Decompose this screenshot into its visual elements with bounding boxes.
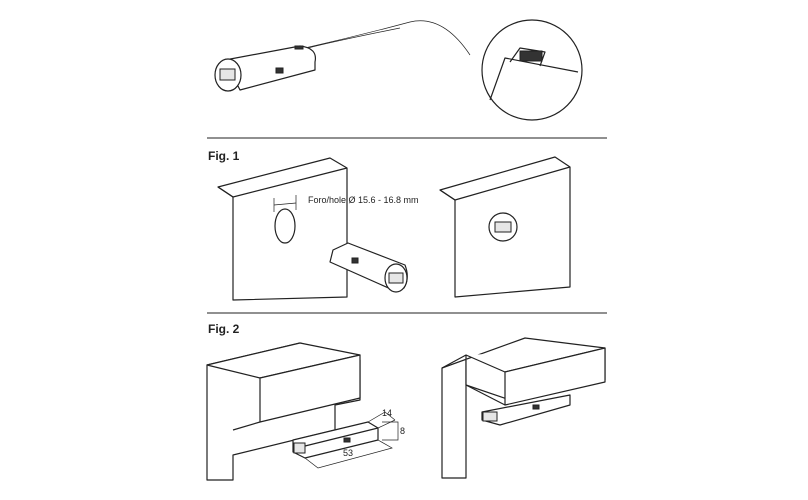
hole-diameter-label: Foro/hole Ø 15.6 - 16.8 mm	[308, 195, 419, 205]
sensor-window-icon	[219, 68, 236, 81]
shelf-with-mounted-sensor	[441, 337, 606, 479]
led-icon	[275, 67, 284, 74]
dim-height: 8	[400, 426, 405, 436]
panel-with-hole	[217, 157, 348, 301]
fig2-title: Fig. 2	[208, 322, 240, 336]
shelf-with-sensor-dimensions	[206, 342, 399, 481]
panel-with-sensor	[439, 156, 571, 298]
sensor-with-cable	[214, 20, 471, 92]
fig1-title: Fig. 1	[208, 149, 240, 163]
dim-width: 14	[382, 408, 392, 418]
detail-magnifier	[481, 19, 583, 121]
dim-length: 53	[343, 448, 353, 458]
sensor-inserting	[329, 242, 408, 293]
